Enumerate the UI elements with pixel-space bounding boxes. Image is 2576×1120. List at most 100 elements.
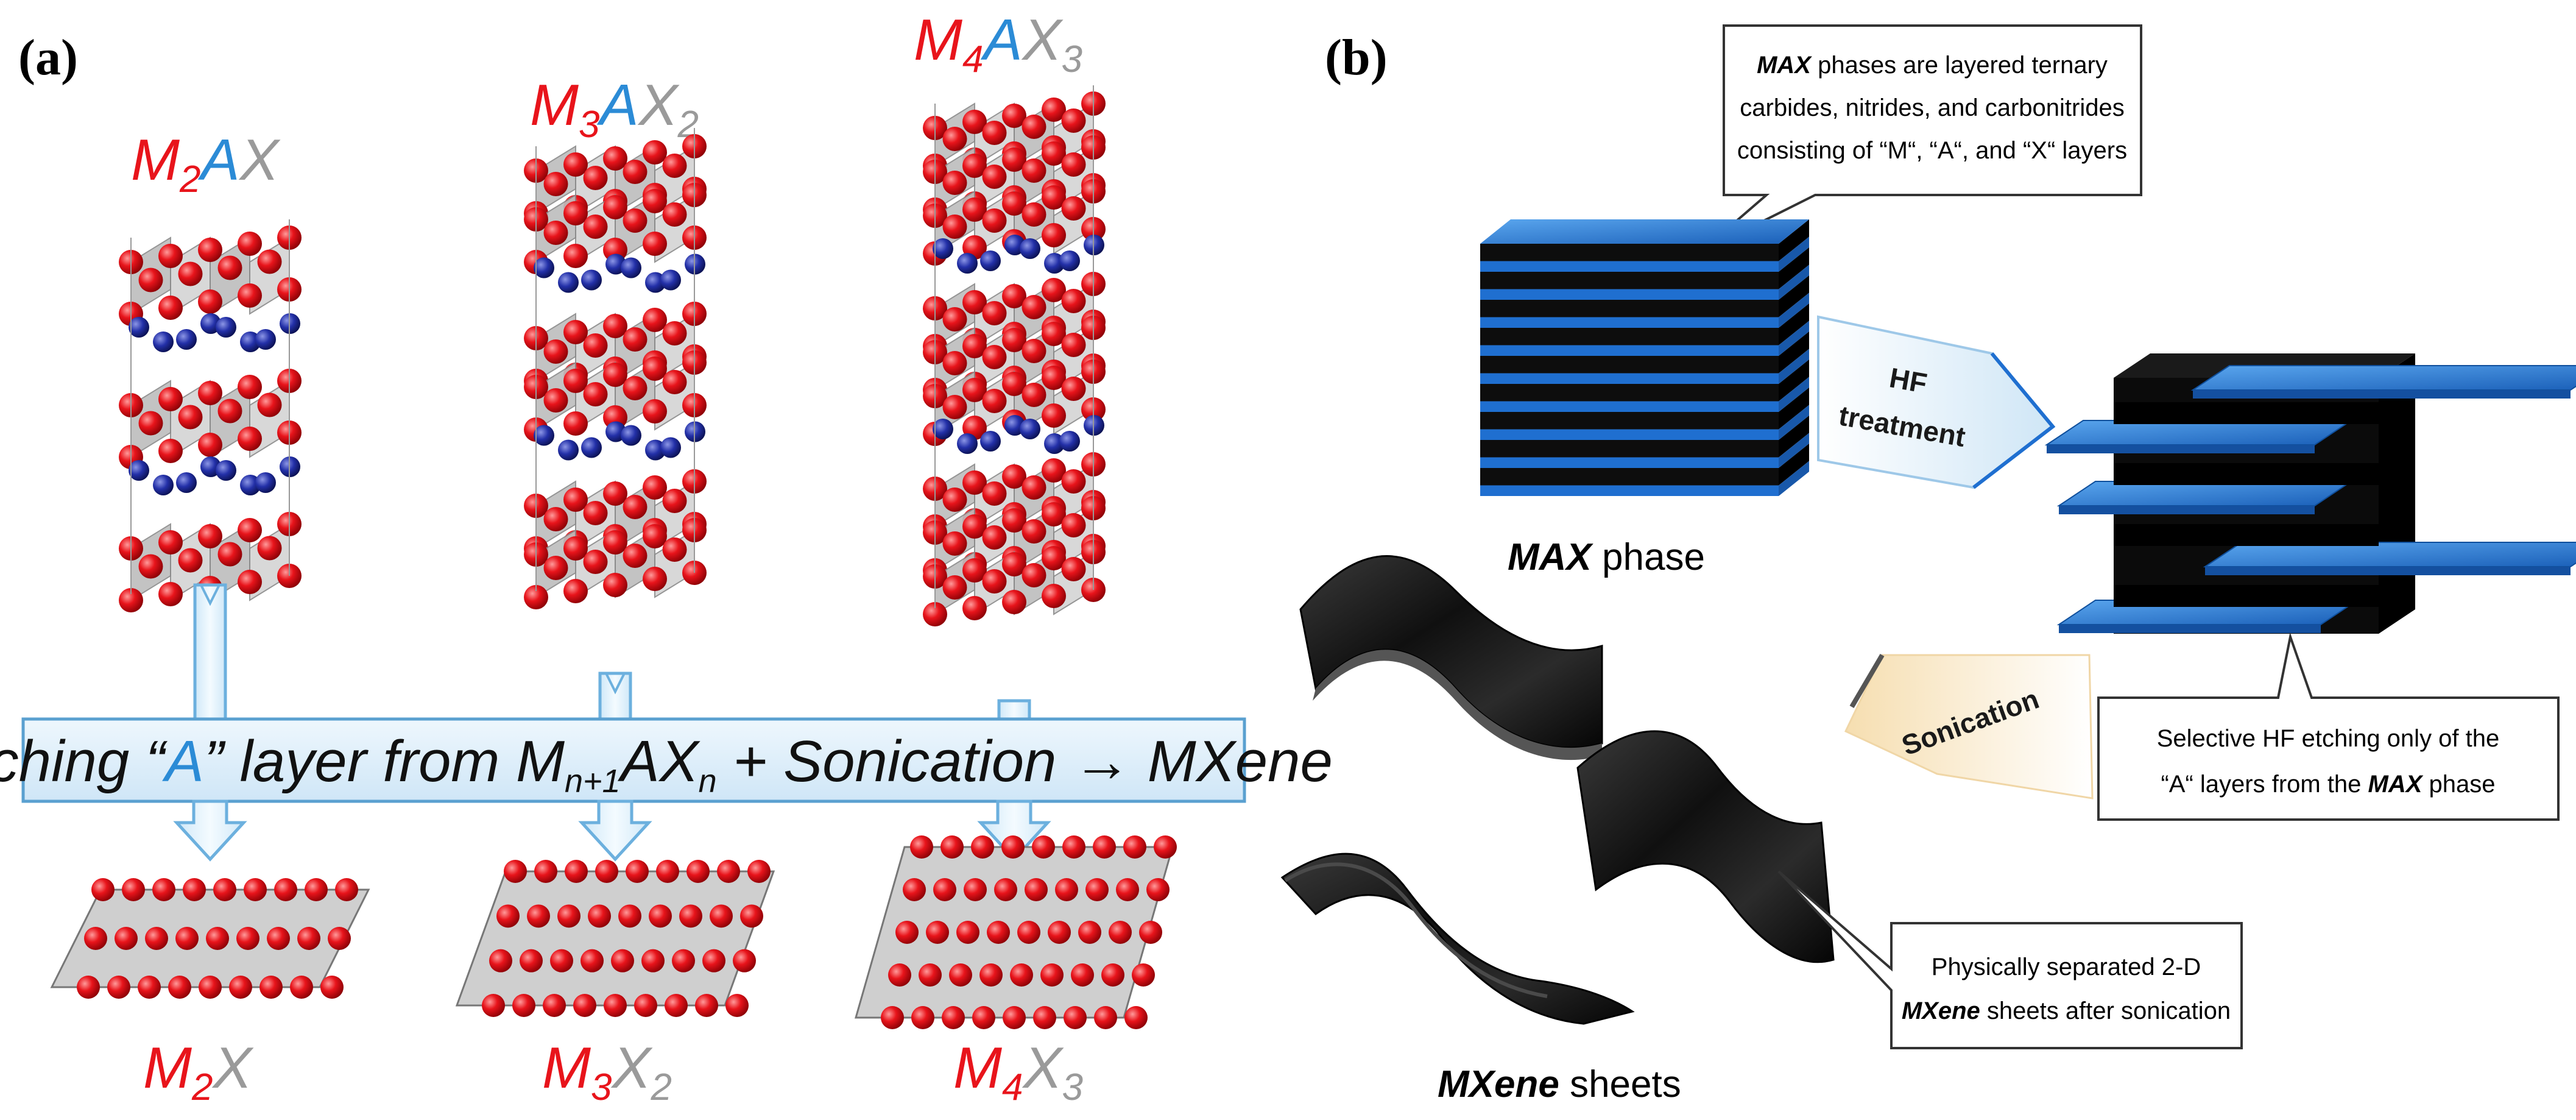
m-atom [482, 994, 505, 1017]
caption-bold-word: MXene [1438, 1063, 1559, 1105]
down-arrow-lower-2 [578, 799, 652, 862]
m-atom [686, 860, 710, 883]
m-atom [563, 152, 588, 177]
a-atom [1044, 253, 1065, 274]
formula-m: M [131, 127, 180, 193]
crystal-structure-m2ax [119, 219, 302, 612]
m-atom [1078, 921, 1101, 944]
m-atom [1022, 383, 1046, 407]
m-atom [1061, 333, 1086, 357]
banner-part: Etching “ [0, 729, 168, 794]
m-atom [1002, 590, 1026, 614]
m-atom [183, 878, 206, 901]
m-atom [1146, 878, 1170, 901]
m-atom [1061, 108, 1086, 133]
m-atom [229, 976, 252, 999]
m-atom [643, 475, 667, 500]
a-atom [660, 437, 681, 458]
max-layer-m [1480, 300, 1779, 317]
m-atom [962, 378, 987, 402]
m-atom [643, 356, 667, 381]
m-atom [512, 994, 535, 1017]
formula-x-sub: 2 [650, 1066, 671, 1108]
m-atom [158, 530, 183, 555]
max-layer-m [1480, 412, 1779, 430]
m-atom [520, 949, 543, 973]
max-side-a [1779, 292, 1809, 328]
m-atom [178, 548, 203, 573]
m-atom [175, 927, 199, 950]
m-atom [158, 439, 183, 463]
product-formula-m4x3: M4X3 [953, 1035, 1083, 1108]
m-atom [940, 835, 964, 859]
m-atom [158, 387, 183, 411]
m-atom [320, 976, 344, 999]
m-atom [543, 221, 568, 245]
m-atom [583, 501, 608, 525]
max-side-m [1779, 219, 1809, 261]
formula-m: M [542, 1035, 591, 1101]
m-atom [662, 154, 687, 178]
m-atom [238, 427, 262, 451]
etched-m-layer [2114, 463, 2379, 485]
max-top [1480, 219, 1809, 244]
m-atom [1093, 835, 1116, 859]
m-atom [1002, 372, 1026, 396]
m-atom [543, 994, 566, 1017]
m-atom [178, 405, 203, 430]
m-atom [217, 542, 242, 567]
m-atom [1002, 328, 1026, 352]
max-side-m [1779, 388, 1809, 430]
m-atom [335, 878, 358, 901]
banner-part: ” layer from M [204, 729, 565, 794]
m-atom [1124, 1006, 1148, 1029]
mxene-slab-m3x2 [455, 860, 775, 1017]
max-layer-m [1480, 244, 1779, 261]
m-atom [623, 376, 648, 400]
a-atom [1020, 238, 1040, 259]
m-atom [1002, 104, 1026, 128]
m-atom [527, 904, 550, 928]
banner-a-letter: A [162, 729, 204, 794]
m-atom [1003, 1006, 1026, 1029]
m-atom [982, 208, 1007, 233]
m-atom [1002, 284, 1026, 308]
max-side-a [1779, 433, 1809, 468]
m-atom [1061, 289, 1086, 313]
a-atom [645, 272, 666, 293]
m-atom [942, 531, 967, 556]
etching-banner: Etching “A” layer from Mn+1AXn + Sonicat… [0, 717, 1333, 803]
m-atom [942, 171, 967, 195]
m-atom [962, 290, 987, 314]
m-atom [923, 602, 947, 626]
m-atom [962, 470, 987, 495]
max-side-m [1779, 275, 1809, 317]
max-side-m [1779, 360, 1809, 402]
m-atom [710, 904, 733, 928]
a-atom [957, 253, 978, 274]
caption-text-part: phase [1592, 536, 1705, 578]
m-atom [115, 927, 138, 950]
m-atom [534, 860, 557, 883]
m-atom [198, 238, 222, 262]
m-atom [238, 375, 262, 399]
etched-a-sheet-edge [2059, 625, 2321, 633]
m-atom [942, 1006, 965, 1029]
m-atom [603, 195, 627, 219]
m-atom [198, 524, 222, 548]
m-atom [122, 878, 145, 901]
a-atom [216, 317, 236, 338]
formula-m-sub: 4 [1002, 1066, 1023, 1108]
m-atom [702, 949, 725, 973]
m-atom [972, 1006, 995, 1029]
m-atom [662, 537, 687, 562]
a-atom [660, 269, 681, 291]
formula-a: A [197, 127, 239, 193]
a-atom [645, 439, 666, 461]
panel-b-label: (b) [1325, 29, 1388, 86]
m-atom [328, 927, 351, 950]
banner-subscript: n+1 [565, 763, 621, 799]
a-atom [581, 269, 602, 291]
m-atom [1042, 223, 1066, 247]
max-layer-a [1480, 345, 1779, 356]
